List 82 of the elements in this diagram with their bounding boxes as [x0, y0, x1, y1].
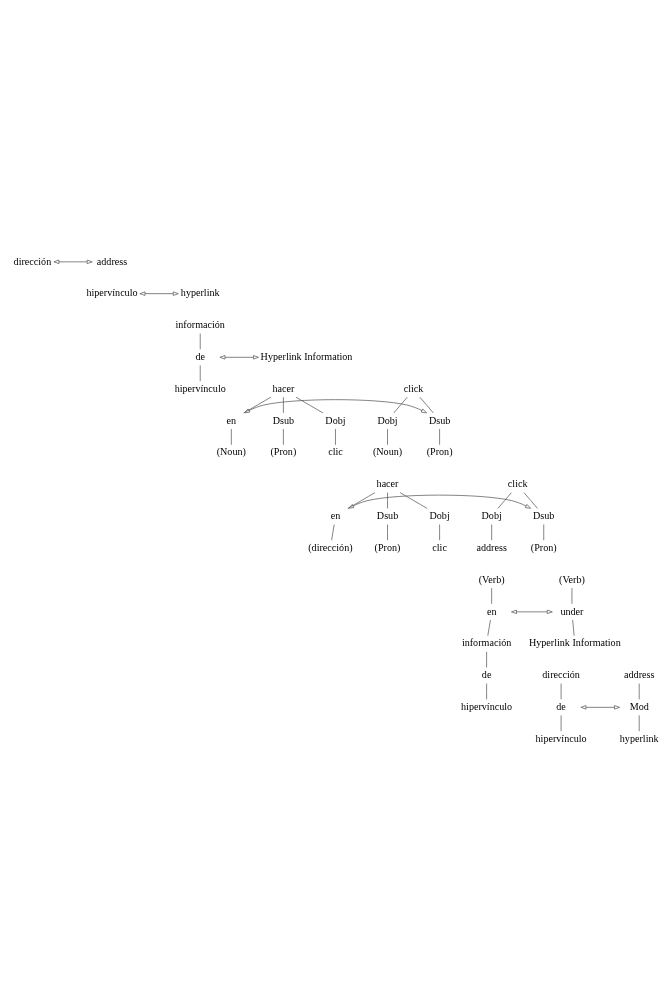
node-text: hipervínculo — [174, 382, 226, 394]
arrow — [219, 355, 259, 360]
node-text: click — [403, 382, 424, 394]
node-text: hipervínculo — [86, 287, 138, 299]
node-text: (Verb) — [559, 573, 585, 585]
node-text: de — [195, 350, 205, 362]
node-text: Dobj — [377, 414, 398, 426]
connector — [331, 524, 335, 541]
node-text: (Noun) — [372, 446, 403, 458]
node-text: (Verb) — [478, 573, 505, 585]
node-text: en — [226, 414, 237, 426]
connector — [387, 428, 388, 446]
node-text: Dsub — [533, 510, 555, 522]
connector — [199, 333, 201, 350]
node-text: clic — [328, 446, 343, 458]
arrow — [53, 259, 93, 264]
node-text: hyperlink — [180, 287, 220, 299]
connector — [243, 396, 272, 414]
node-text: clic — [432, 541, 447, 553]
node-text: under — [560, 605, 584, 617]
node-text: Dsub — [376, 510, 399, 522]
node-text: en — [486, 605, 497, 617]
arrow — [580, 705, 620, 710]
node-text: address — [96, 255, 128, 267]
connector — [399, 492, 428, 509]
connector — [335, 428, 336, 446]
connector — [491, 524, 493, 541]
node-text: (dirección) — [308, 541, 353, 553]
connector — [638, 683, 640, 700]
connector — [295, 396, 324, 414]
node-text: dirección — [13, 255, 52, 267]
connector — [572, 619, 575, 637]
connector — [491, 587, 493, 605]
connector — [419, 396, 434, 414]
connector — [543, 524, 545, 541]
connector — [523, 492, 538, 509]
node-text: de — [481, 669, 492, 681]
node-text: (Noun) — [216, 446, 246, 458]
node-text: Dobj — [325, 414, 346, 426]
node-text: hacer — [272, 382, 295, 394]
node-text: Hyperlink Information — [528, 637, 621, 649]
node-text: click — [507, 478, 528, 490]
node-text: Dobj — [429, 510, 450, 522]
connector — [283, 396, 284, 414]
arrow — [511, 609, 553, 614]
node-text: hyperlink — [619, 732, 659, 744]
connector — [387, 524, 388, 541]
node-text: address — [624, 669, 655, 681]
connector — [486, 683, 487, 700]
node-text: en — [330, 510, 341, 522]
connector — [638, 715, 640, 732]
node-text: Dsub — [272, 414, 295, 426]
connector — [387, 492, 388, 509]
node-text: (Pron) — [426, 446, 453, 458]
node-text: address — [476, 541, 507, 553]
connector — [199, 365, 201, 382]
connector — [393, 396, 408, 414]
arrow — [139, 291, 179, 296]
node-text: Mod — [629, 701, 649, 713]
node-text: (Pron) — [530, 541, 557, 553]
node-text: de — [556, 701, 566, 713]
node-text: información — [461, 637, 512, 649]
node-text: hacer — [376, 478, 399, 490]
connector — [230, 428, 232, 446]
node-text: dirección — [542, 669, 580, 681]
node-text: Dobj — [481, 510, 502, 522]
connector — [439, 524, 440, 541]
connector — [347, 492, 376, 509]
connector — [487, 619, 491, 637]
node-text: hipervínculo — [461, 701, 513, 713]
connector — [486, 651, 487, 668]
node-text: Hyperlink Information — [260, 350, 353, 362]
arrow — [348, 494, 531, 509]
node-text: información — [175, 319, 225, 331]
node-text: hipervínculo — [535, 732, 587, 744]
node-text: (Pron) — [270, 446, 297, 458]
connector — [497, 492, 512, 509]
node-text: Dsub — [428, 414, 451, 426]
node-text: (Pron) — [374, 541, 401, 553]
arrow — [244, 399, 427, 414]
connector — [439, 428, 440, 446]
connector — [283, 428, 284, 446]
